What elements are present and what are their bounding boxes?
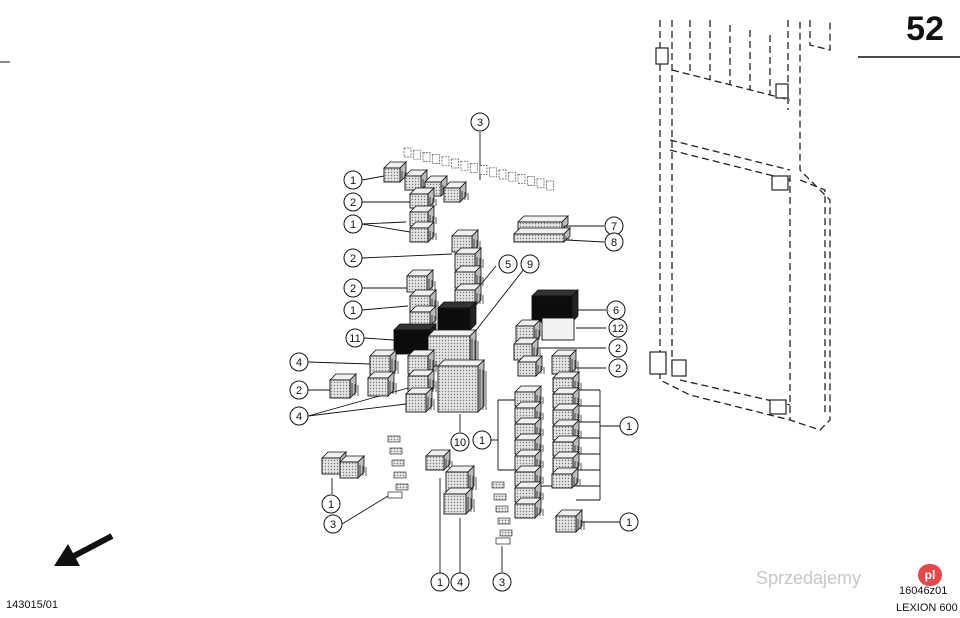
relay-icon: [383, 161, 409, 183]
svg-text:7: 7: [611, 221, 617, 233]
callout-number: 2: [289, 380, 309, 400]
relay-icon: [517, 215, 571, 231]
svg-text:2: 2: [296, 385, 302, 397]
direction-arrow-icon: [54, 533, 114, 566]
relay-icon: [443, 181, 469, 203]
svg-text:2: 2: [615, 363, 621, 375]
relay-icon: [513, 227, 573, 243]
relay-icon: [329, 373, 359, 399]
relay-icon: [551, 349, 579, 375]
callout-number: 5: [498, 254, 518, 274]
svg-text:10: 10: [454, 437, 466, 449]
relay-icon: [514, 417, 544, 439]
machine-model: LEXION 600: [896, 602, 958, 614]
callout-number: 1: [619, 512, 639, 532]
svg-text:4: 4: [457, 577, 463, 589]
callout-number: 11: [345, 328, 365, 348]
relay-icon: [339, 455, 367, 479]
relay-icon: [531, 289, 579, 323]
callout-number: 2: [608, 338, 628, 358]
relay-icon: [427, 329, 479, 367]
callout-number: 1: [343, 214, 363, 234]
fuse-clips: [387, 435, 513, 545]
callout-number: 4: [289, 352, 309, 372]
callout-number: 12: [608, 318, 628, 338]
callout-number: 10: [450, 432, 470, 452]
mounting-frame: [659, 20, 831, 431]
relay-icon: [551, 467, 581, 489]
watermark-badge: pl: [918, 564, 942, 586]
svg-text:6: 6: [613, 305, 619, 317]
callout-number: 3: [470, 112, 490, 132]
relay-icon: [437, 301, 477, 331]
svg-text:2: 2: [350, 283, 356, 295]
relay-icon: [369, 349, 399, 377]
relay-icon: [555, 509, 585, 533]
relay-icon: [407, 349, 437, 375]
relay-icon: [425, 449, 453, 471]
relay-icon: [404, 169, 430, 191]
svg-text:9: 9: [527, 259, 533, 271]
drawing-code-right: 16046z01: [899, 585, 948, 597]
watermark-text: Sprzedajemy: [756, 568, 862, 588]
relay-icon: [406, 269, 436, 293]
relay-icon: [367, 371, 397, 397]
callout-number: 2: [343, 278, 363, 298]
svg-text:1: 1: [350, 175, 356, 187]
svg-text:2: 2: [615, 343, 621, 355]
callout-number: 6: [606, 300, 626, 320]
svg-text:3: 3: [330, 519, 336, 531]
svg-text:11: 11: [349, 333, 360, 345]
callout-number: 2: [343, 192, 363, 212]
svg-text:1: 1: [350, 305, 356, 317]
relay-icon: [443, 487, 475, 515]
callout-number: 4: [450, 572, 470, 592]
callout-number: 1: [321, 494, 341, 514]
callout-number: 4: [289, 406, 309, 426]
svg-text:4: 4: [296, 411, 302, 423]
relay-icon: [517, 355, 545, 377]
fuse-strip: [403, 147, 554, 191]
callout-number: 2: [343, 248, 363, 268]
svg-text:3: 3: [499, 577, 505, 589]
callout-number: 1: [343, 300, 363, 320]
svg-text:8: 8: [611, 237, 617, 249]
svg-text:1: 1: [479, 435, 485, 447]
relay-icon: [409, 187, 437, 209]
callout-number: 1: [472, 430, 492, 450]
callout-number: 3: [492, 572, 512, 592]
callout-number: 3: [323, 514, 343, 534]
relay-icon: [409, 305, 439, 327]
relay-icon: [514, 497, 544, 519]
callout-number: 1: [619, 416, 639, 436]
svg-text:1: 1: [626, 517, 632, 529]
svg-text:2: 2: [350, 253, 356, 265]
relay-icon: [405, 387, 435, 413]
relay-icon: [541, 317, 575, 341]
callout-number: 2: [608, 358, 628, 378]
page-number: 52: [906, 10, 944, 48]
relay-group: [321, 147, 585, 545]
drawing-code-left: 143015/01: [6, 599, 58, 611]
callout-number: 1: [430, 572, 450, 592]
svg-text:1: 1: [626, 421, 632, 433]
svg-text:1: 1: [328, 499, 334, 511]
callout-number: 7: [604, 216, 624, 236]
svg-text:5: 5: [505, 259, 511, 271]
svg-text:1: 1: [437, 577, 443, 589]
svg-text:2: 2: [350, 197, 356, 209]
relay-icon: [437, 359, 487, 413]
frame-brackets: [649, 47, 789, 415]
svg-text:1: 1: [350, 219, 356, 231]
callout-number: 1: [343, 170, 363, 190]
callout-number: 9: [520, 254, 540, 274]
relay-icon: [409, 221, 437, 243]
svg-text:12: 12: [612, 323, 624, 335]
callout-number: 8: [604, 232, 624, 252]
svg-text:4: 4: [296, 357, 302, 369]
svg-text:3: 3: [477, 117, 483, 129]
